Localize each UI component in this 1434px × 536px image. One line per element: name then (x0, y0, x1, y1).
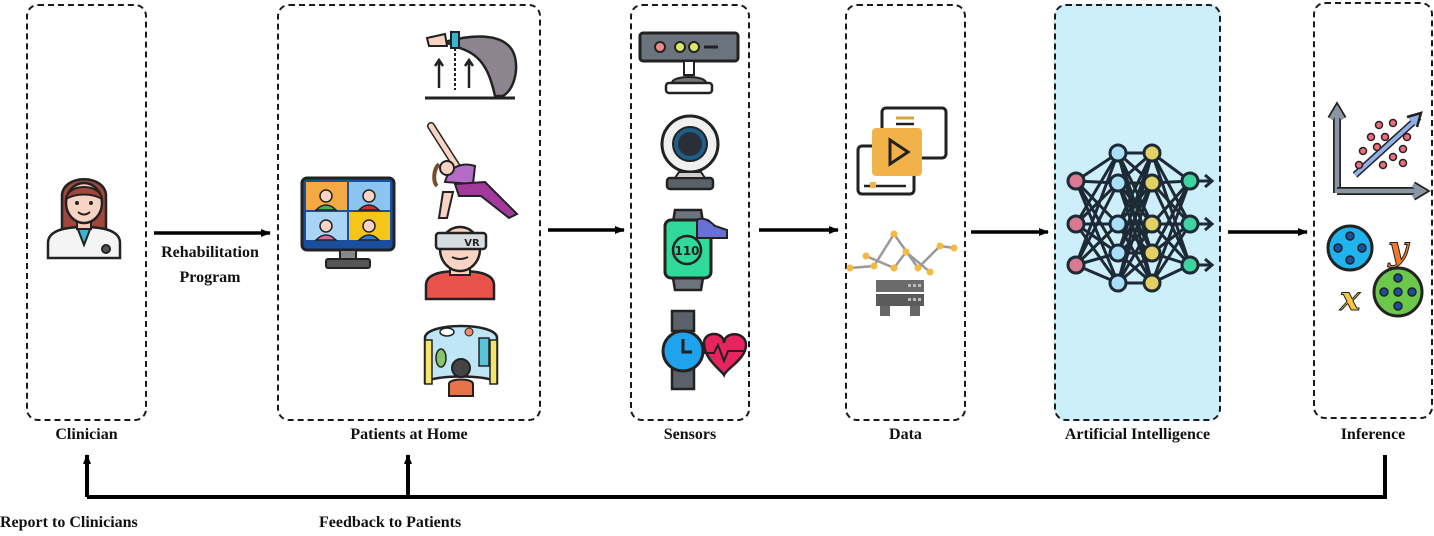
stage-sensors-box (630, 4, 750, 421)
stage-clinician-box (26, 4, 147, 421)
nn-node (1180, 255, 1200, 275)
nn-node (1142, 173, 1162, 193)
stage-label-patients: Patients at Home (350, 426, 468, 443)
nn-node (1180, 171, 1200, 191)
feedback-to-patients-label: Feedback to Patients (319, 514, 462, 531)
nn-node (1108, 243, 1128, 263)
nn-node (1066, 171, 1086, 191)
multimedia-files-icon (856, 106, 948, 196)
nn-edge (1150, 180, 1192, 254)
vr-headset-user-icon: VR (424, 225, 496, 301)
nn-edge (1150, 152, 1192, 225)
yoga-stretch-icon (427, 122, 519, 220)
vr-text: VR (464, 238, 480, 249)
nn-edge (1074, 222, 1120, 267)
rehab-program-label-1: Rehabilitation (161, 244, 259, 261)
nn-edge (1074, 152, 1120, 225)
depth-camera-icon (638, 31, 740, 95)
nn-output-arrowhead (1204, 257, 1215, 273)
nn-node (1066, 255, 1086, 275)
video-call-monitor-icon (300, 176, 396, 269)
nn-edge (1150, 152, 1192, 266)
leg-exercise-icon (425, 31, 518, 100)
stage-label-sensors: Sensors (663, 426, 717, 443)
nn-edge (1074, 180, 1120, 254)
stage-label-data: Data (889, 426, 922, 443)
nn-edge (1116, 182, 1154, 284)
nn-node (1066, 214, 1086, 234)
nn-node (1108, 143, 1128, 163)
nn-edge (1150, 180, 1192, 225)
stage-inference-box (1313, 2, 1433, 419)
stage-data-box (845, 4, 966, 421)
nn-edge (1150, 223, 1192, 284)
nn-edge (1116, 152, 1154, 225)
stage-label-clinician: Clinician (55, 426, 118, 443)
nn-node (1108, 173, 1128, 193)
webcam-icon (660, 114, 720, 191)
nn-output-arrowhead (1204, 216, 1215, 232)
clustering-icon: y x (1326, 224, 1424, 320)
nn-edge (1074, 152, 1120, 266)
nn-node (1108, 214, 1128, 234)
nn-output-arrowhead (1204, 173, 1215, 189)
nn-edge (1074, 180, 1120, 284)
rehab-program-label-2: Program (179, 269, 241, 286)
nn-node (1142, 273, 1162, 293)
immersive-room-icon (423, 324, 499, 397)
nn-edge (1074, 181, 1120, 226)
nn-node (1180, 214, 1200, 234)
regression-chart-icon (1327, 101, 1431, 201)
nn-node (1142, 214, 1162, 234)
x-variable-text: x (1339, 279, 1361, 319)
nn-edge (1116, 152, 1154, 284)
nn-node (1108, 273, 1128, 293)
stage-label-ai: Artificial Intelligence (1064, 426, 1211, 443)
nn-edge (1074, 182, 1120, 266)
stage-label-inference: Inference (1340, 426, 1406, 443)
watch-value-text: 110 (674, 244, 699, 258)
fitness-watch-icon: 110 (663, 208, 728, 292)
report-to-clinicians-label: Report to Clinicians (0, 514, 138, 531)
doctor-icon (46, 178, 122, 260)
nn-node (1142, 143, 1162, 163)
heart-rate-watch-icon (661, 309, 748, 391)
nn-edge (1116, 223, 1154, 284)
nn-edge (1074, 223, 1120, 284)
nn-edge (1150, 180, 1192, 284)
neural-network-icon (1066, 143, 1215, 293)
y-variable-text: y (1387, 229, 1410, 269)
feedback-loop-line (87, 455, 1387, 499)
data-graph-server-icon (846, 230, 958, 316)
nn-node (1142, 243, 1162, 263)
stage-patients-box (277, 4, 541, 421)
